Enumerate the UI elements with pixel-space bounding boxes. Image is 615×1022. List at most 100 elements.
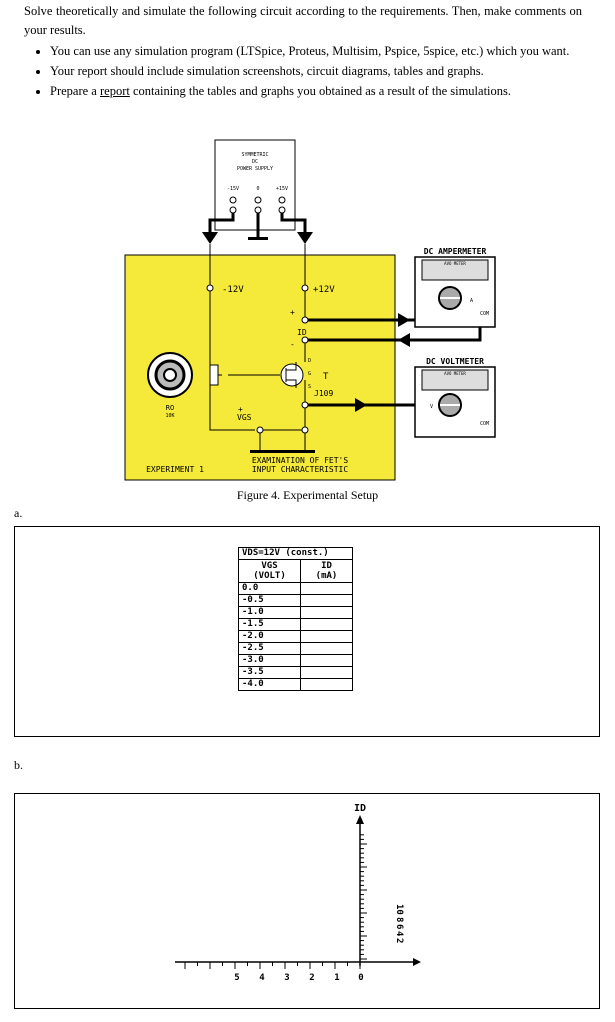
plus-sign: + [290,308,295,317]
y-tick-label: 4 [394,931,404,937]
requirement-item: You can use any simulation program (LTSp… [50,42,584,61]
psu-title: SYMMETRIC [241,152,268,158]
board-title: EXAMINATION OF FET'S [252,456,349,465]
y-tick-label: 8 [394,917,404,922]
part-b-label: b. [14,758,23,772]
vgs-cell: -3.0 [238,654,301,667]
id-cell[interactable] [300,654,353,667]
potentiometer-knob-icon [147,352,193,398]
id-cell[interactable] [300,582,353,595]
table-row: -3.0 [238,654,353,667]
minus-sign: - [290,340,295,349]
requirement-item: Prepare a report containing the tables a… [50,82,584,101]
x-axis-arrow [413,958,421,966]
experiment-label: EXPERIMENT 1 [146,465,204,474]
col-id-name: ID [321,561,332,571]
col-vgs-header: VGS(VOLT) [238,559,301,583]
psu-leads [208,213,307,240]
table-header: VDS=12V (const.) [238,547,353,560]
table-row: -4.0 [238,678,353,691]
y-tick-label: 2 [394,938,404,943]
id-label: ID [297,328,307,337]
measurement-table: VDS=12V (const.) VGS(VOLT) ID(mA) 0.0 -0… [238,547,353,691]
id-cell[interactable] [300,594,353,607]
table-row: 0.0 [238,582,353,595]
voltmeter-title: DC VOLTMETER [426,357,484,366]
meter-arrows [355,313,410,412]
id-cell[interactable] [300,606,353,619]
y-axis-arrow [356,815,364,824]
neg12-label: -12V [222,285,244,295]
x-tick-label: 0 [358,973,363,983]
table-row: -0.5 [238,594,353,607]
psu-title: DC [252,159,258,165]
y-tick-label: 10 [394,904,404,915]
id-cell[interactable] [300,630,353,643]
board-terminals [206,284,309,434]
part-b-box: ID 10 8 6 4 2 5 4 3 2 1 0 [14,793,600,1009]
psu-zero-label: 0 [256,186,259,192]
table-row: -3.5 [238,666,353,679]
requirement-item: Your report should include simulation sc… [50,62,584,81]
table-row: -1.0 [238,606,353,619]
figure-caption: Figure 4. Experimental Setup [236,488,379,502]
col-vgs-unit: (VOLT) [253,571,286,581]
x-tick-label: 1 [334,973,339,983]
y-axis-ticks [360,834,367,960]
id-cell[interactable] [300,642,353,655]
x-tick-label: 3 [284,973,289,983]
ammeter-com: COM [480,311,489,317]
vgs-cell: -2.5 [238,642,301,655]
lead-arrows [202,232,313,244]
id-cell[interactable] [300,678,353,691]
table-row: -2.0 [238,630,353,643]
y-tick-label: 6 [394,924,404,929]
x-axis-ticks [184,962,361,969]
voltmeter-com: COM [480,421,489,427]
id-cell[interactable] [300,666,353,679]
ammeter-sub: AVO METER [444,261,466,266]
measurement-table-wrap: VDS=12V (const.) VGS(VOLT) ID(mA) 0.0 -0… [238,547,353,691]
table-row: -1.5 [238,618,353,631]
col-id-header: ID(mA) [300,559,353,583]
experimental-setup-diagram: SYMMETRIC DC POWER SUPPLY -15V 0 +15V [124,139,496,481]
ro-value: 10K [165,413,174,419]
psu-title: POWER SUPPLY [237,166,273,172]
voltmeter-display [421,369,489,391]
x-tick-label: 2 [309,973,314,983]
id-cell[interactable] [300,618,353,631]
ammeter-title: DC AMPERMETER [424,247,487,256]
pos12-label: +12V [313,285,335,295]
fet-g: G [308,371,311,377]
vgs-cell: -0.5 [238,594,301,607]
fet-d: D [308,358,311,364]
voltmeter-sub: AVO METER [444,371,466,376]
board-title: INPUT CHARACTERISTIC [252,465,349,474]
y-tick-labels: 10 8 6 4 2 [394,904,404,943]
part-a-box: VDS=12V (const.) VGS(VOLT) ID(mA) 0.0 -0… [14,526,600,737]
y-axis-label: ID [354,803,366,814]
table-row: -2.5 [238,642,353,655]
blank-graph-axes: ID 10 8 6 4 2 5 4 3 2 1 0 [175,803,421,983]
requirements-list: You can use any simulation program (LTSp… [0,42,612,101]
vgs-cell: -1.0 [238,606,301,619]
report-link[interactable]: report [99,84,130,98]
ro-label: RO [166,404,174,412]
vgs-cell: -3.5 [238,666,301,679]
instructions: Solve theoretically and simulate the fol… [0,2,612,102]
ammeter-display [421,259,489,281]
col-id-unit: (mA) [315,571,338,581]
ammeter-a: A [470,298,473,304]
fet-s: S [308,384,311,390]
part-a-label: a. [14,506,23,520]
ground-bar [250,450,315,453]
psu-neg-label: -15V [227,186,239,192]
col-vgs-name: VGS [261,561,278,571]
vgs-cell: -4.0 [238,678,301,691]
fet-t: T [323,372,329,382]
jfet-icon [280,362,304,388]
requirement-text: Prepare a [50,84,100,98]
vgs-label: VGS [237,413,252,422]
fet-name: J109 [314,389,333,398]
vgs-cell: -1.5 [238,618,301,631]
